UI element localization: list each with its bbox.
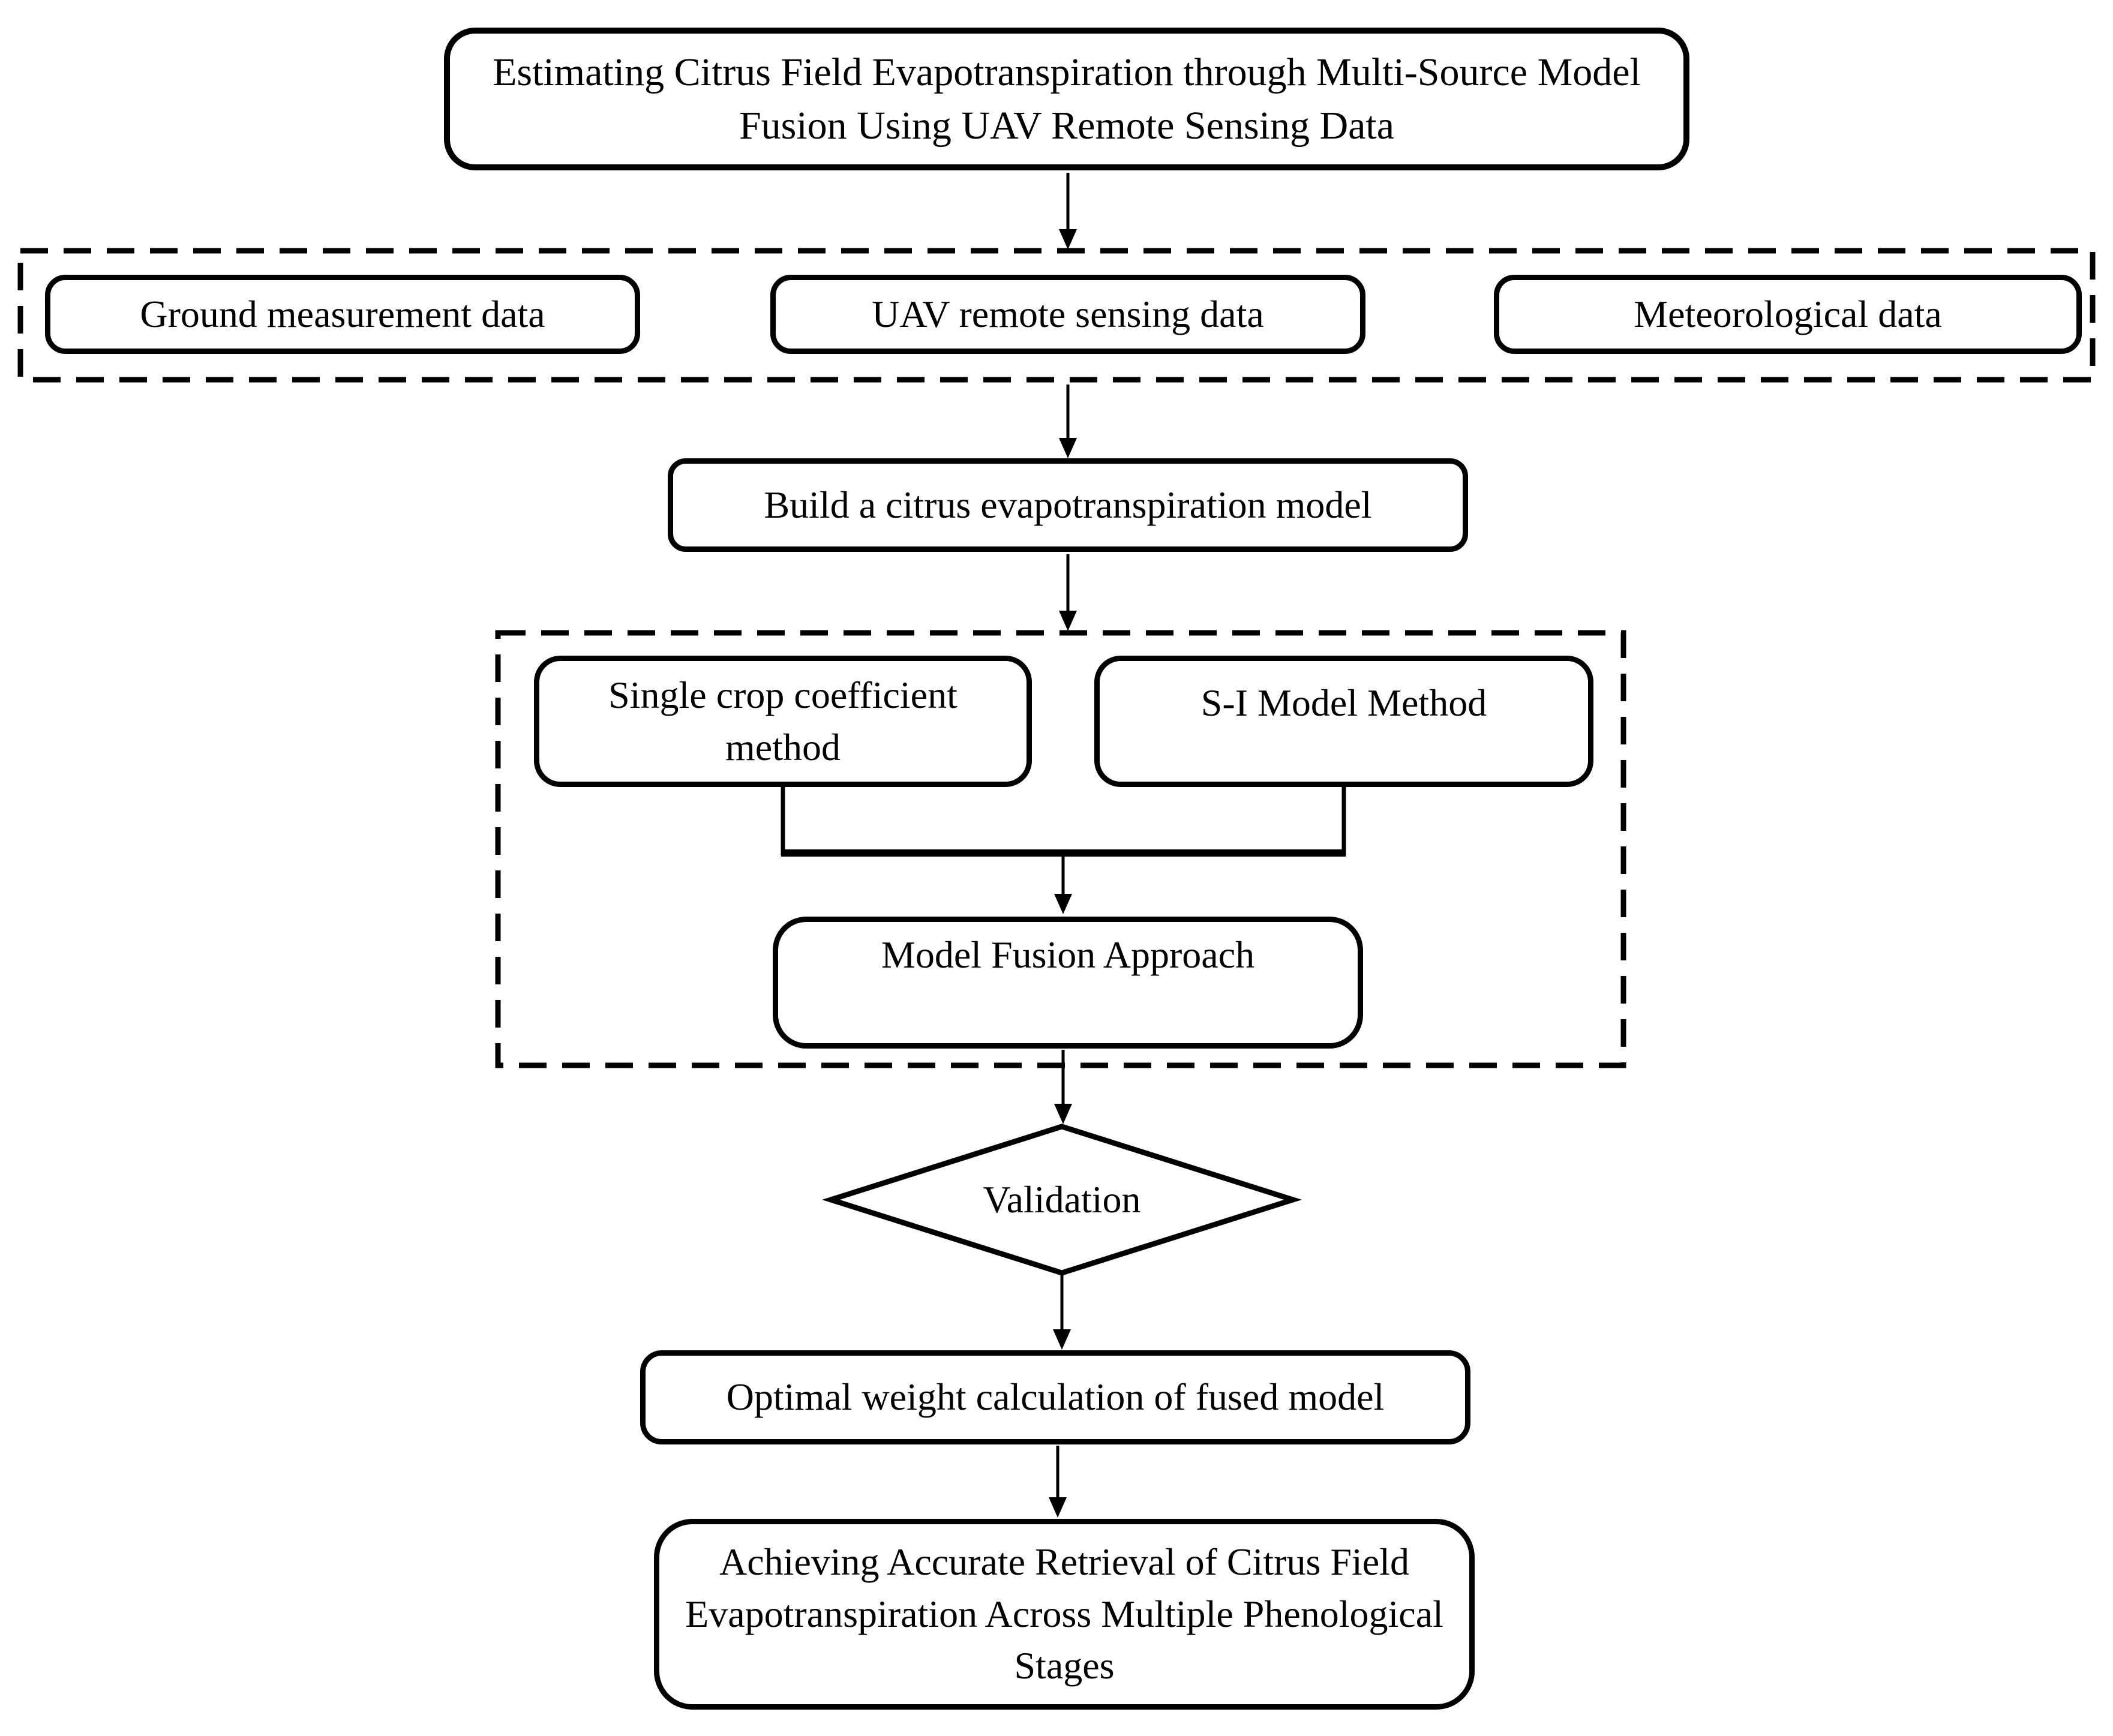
- node-ground-measurement-data: Ground measurement data: [45, 275, 640, 354]
- data-sources-dashed-container: [17, 248, 2096, 383]
- arrow-optimal-to-outcome-head: [1049, 1497, 1067, 1518]
- validation-diamond: [822, 1124, 1302, 1276]
- node-si-model-method: S-I Model Method: [1094, 656, 1593, 787]
- arrow-build-to-methods-head: [1059, 611, 1077, 631]
- arrow-fusion-to-validation-head: [1054, 1104, 1072, 1124]
- node-model-fusion-approach: Model Fusion Approach: [773, 917, 1363, 1049]
- arrow-join-to-fusion-head: [1054, 894, 1072, 914]
- node-uav-remote-sensing-data: UAV remote sensing data: [770, 275, 1365, 354]
- node-optimal-weight-calculation: Optimal weight calculation of fused mode…: [640, 1350, 1470, 1444]
- arrow-validation-to-optimal-head: [1053, 1329, 1071, 1350]
- validation-label: Validation: [983, 1178, 1141, 1221]
- arrow-data-to-build-head: [1059, 438, 1077, 458]
- node-single-crop-coefficient-method: Single crop coefficient method: [534, 656, 1032, 787]
- methods-dashed-container: [495, 630, 1626, 1068]
- node-meteorological-data: Meteorological data: [1494, 275, 2082, 354]
- node-build-evapotranspiration-model: Build a citrus evapotranspiration model: [668, 458, 1468, 552]
- arrow-title-to-data-head: [1059, 229, 1077, 250]
- node-final-outcome: Achieving Accurate Retrieval of Citrus F…: [654, 1519, 1475, 1710]
- title-node: Estimating Citrus Field Evapotranspirati…: [444, 28, 1689, 170]
